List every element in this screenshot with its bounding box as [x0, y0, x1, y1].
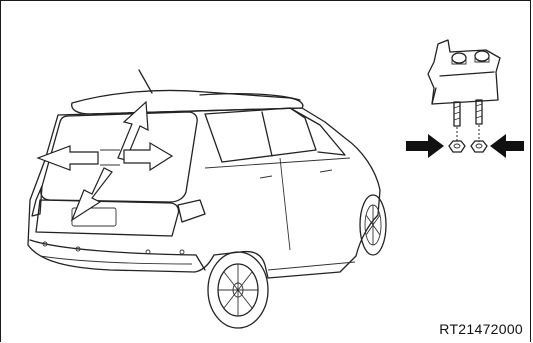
figure-reference-code: RT21472000 [439, 321, 523, 337]
mounting-bracket-icon [428, 40, 500, 142]
front-wheel-icon [360, 195, 386, 255]
nut-icon [449, 141, 487, 152]
rear-wheel-icon [208, 252, 268, 328]
